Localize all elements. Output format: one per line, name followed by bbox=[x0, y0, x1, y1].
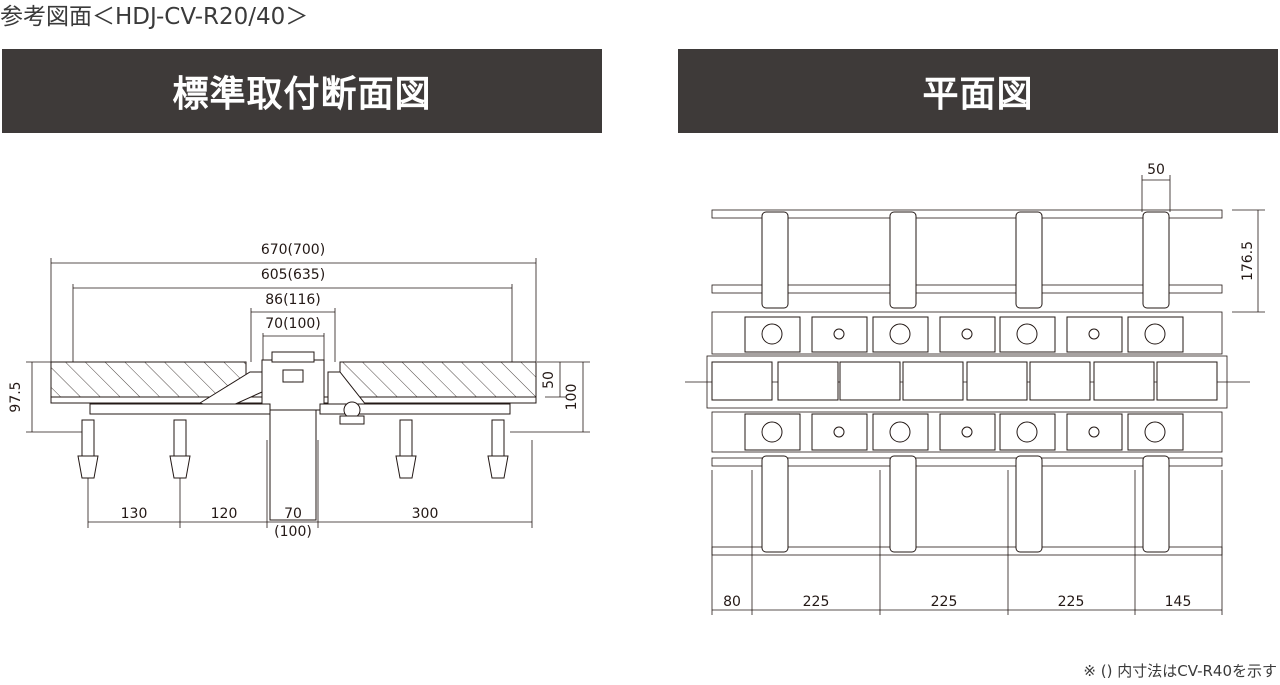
dim-height-right-big: 100 bbox=[564, 384, 580, 411]
dim-height-left: 97.5 bbox=[8, 381, 24, 412]
dim-pitch-3: 70 bbox=[284, 506, 302, 522]
dim-pitch-1: 130 bbox=[121, 506, 148, 522]
dim-pitch-3-alt: (100) bbox=[274, 524, 312, 540]
section-drawing: 670(700) 605(635) 86(116) 70(100) 130 12… bbox=[8, 242, 590, 540]
dim-pitch-2: 120 bbox=[211, 506, 238, 522]
dim-inner-width: 605(635) bbox=[261, 267, 325, 283]
dim-overall-width: 670(700) bbox=[261, 242, 325, 258]
plan-dim-right-height: 176.5 bbox=[1240, 241, 1256, 281]
plan-drawing: 50 176.5 80 225 225 225 145 bbox=[685, 162, 1265, 615]
dim-pitch-4: 300 bbox=[412, 506, 439, 522]
section-view-title: 標準取付断面図 bbox=[2, 49, 602, 133]
plan-view-title: 平面図 bbox=[678, 49, 1278, 133]
plan-dim-bottom-3: 225 bbox=[931, 594, 958, 610]
footnote: ※ () 内寸法はCV-R40を示す bbox=[1083, 662, 1277, 680]
plan-dim-bottom-2: 225 bbox=[803, 594, 830, 610]
plan-dim-top-width: 50 bbox=[1147, 162, 1165, 178]
dim-height-right-small: 50 bbox=[541, 371, 557, 389]
plan-dim-bottom-5: 145 bbox=[1165, 594, 1192, 610]
dim-slot-inner: 70(100) bbox=[265, 316, 320, 332]
dim-slot-outer: 86(116) bbox=[265, 292, 320, 308]
plan-dim-bottom-1: 80 bbox=[723, 594, 741, 610]
plan-dim-bottom-4: 225 bbox=[1058, 594, 1085, 610]
page-heading: 参考図面＜HDJ-CV-R20/40＞ bbox=[0, 4, 309, 30]
